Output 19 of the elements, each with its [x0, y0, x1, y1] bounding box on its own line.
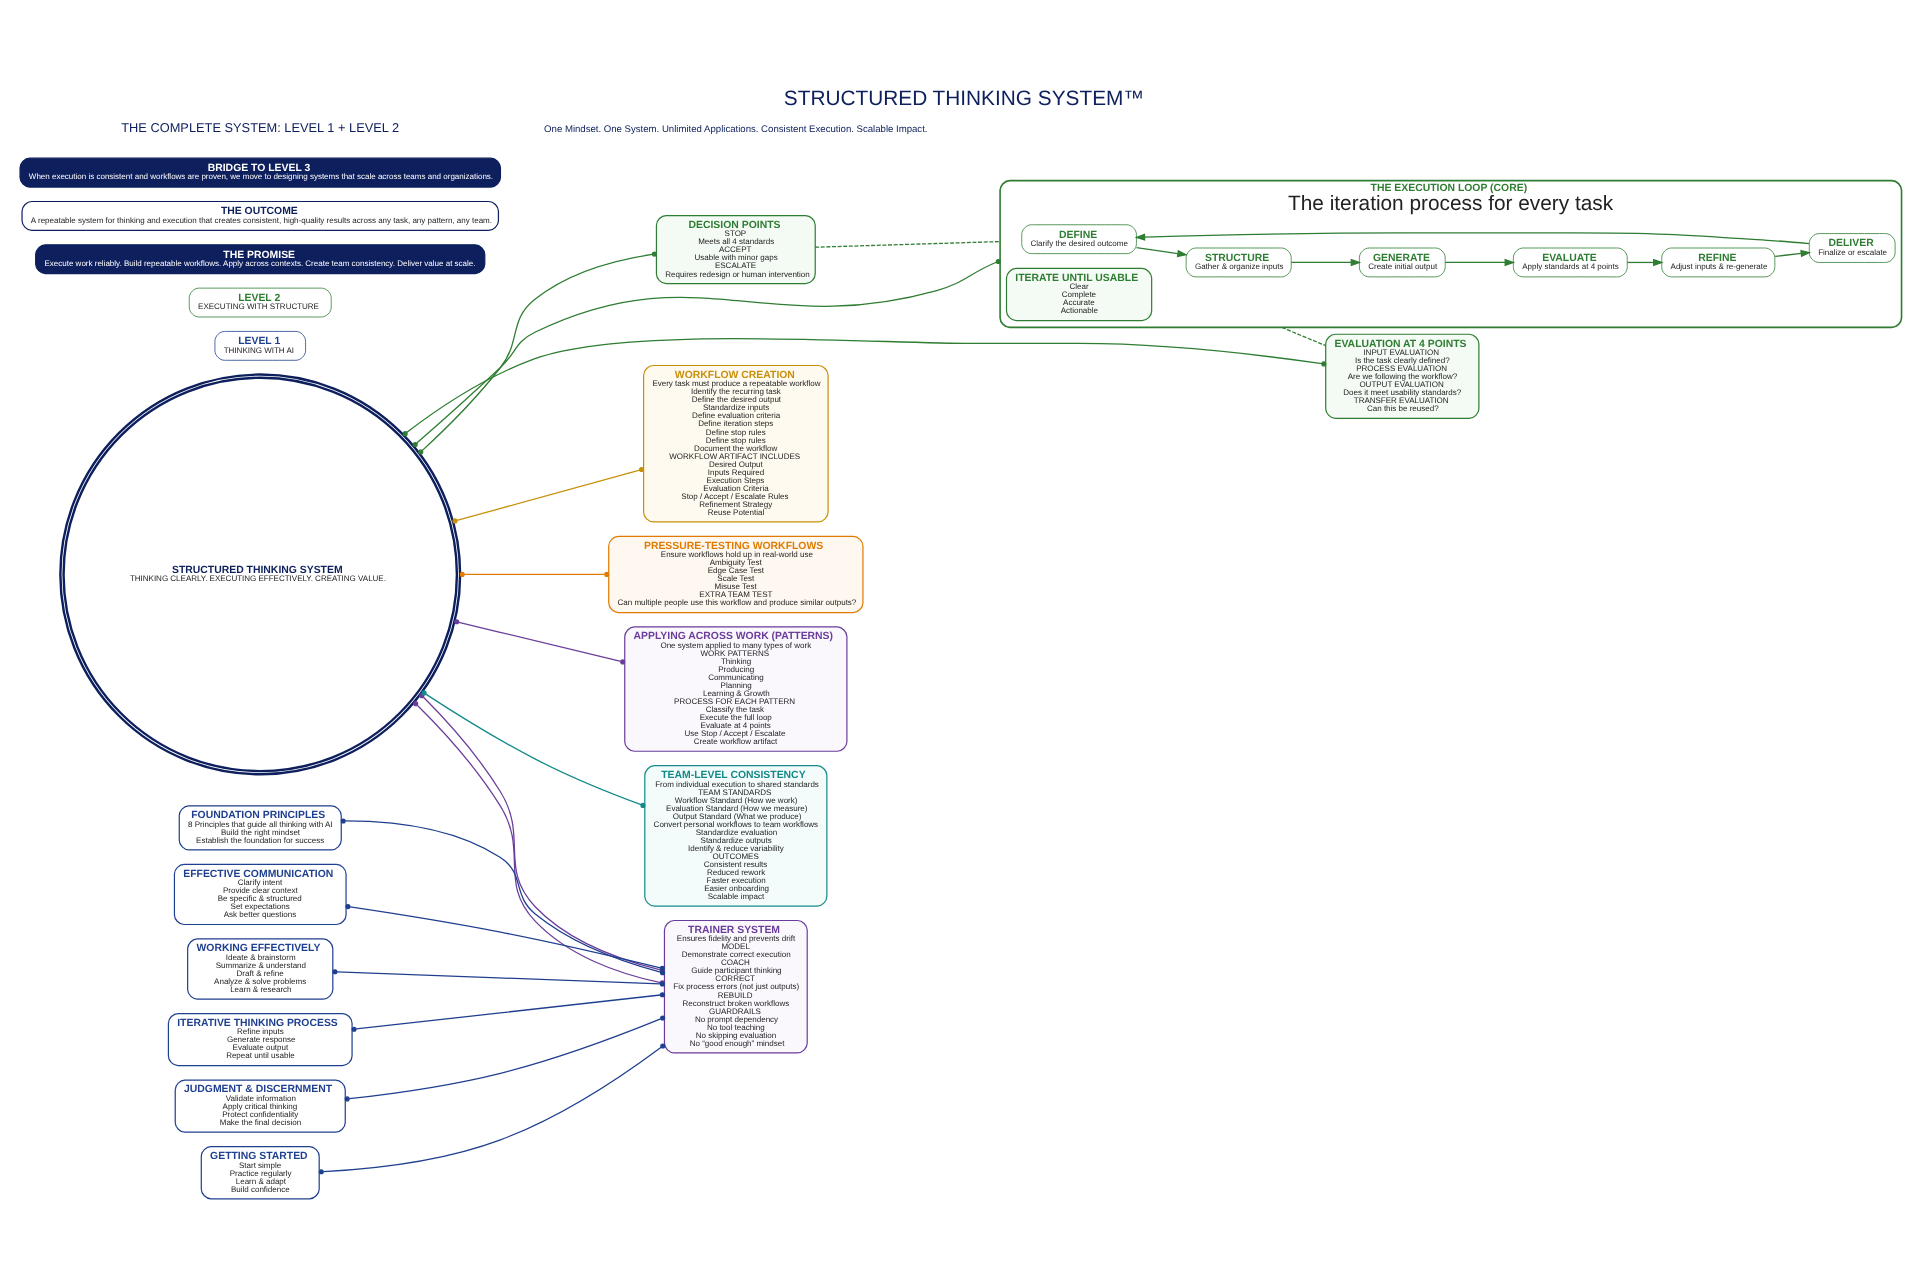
- arrow: [1444, 258, 1516, 267]
- diagram-title: STRUCTURED THINKING SYSTEM™: [783, 89, 1145, 112]
- connector: [318, 1043, 666, 1175]
- connector: [351, 992, 665, 1032]
- arrow: [1134, 232, 1810, 245]
- arrow: [1626, 258, 1664, 267]
- connector: [344, 1015, 666, 1102]
- connector: [421, 690, 646, 808]
- connector: [814, 240, 1001, 248]
- arrow: [1135, 246, 1188, 258]
- connector: [1281, 326, 1327, 347]
- connector: [454, 619, 626, 665]
- connector: [418, 251, 657, 455]
- connector: [412, 258, 1001, 448]
- arrow: [1290, 258, 1362, 267]
- connector: [402, 337, 1327, 437]
- arrow: [1774, 249, 1812, 258]
- connector: [452, 466, 645, 524]
- connector: [459, 571, 610, 577]
